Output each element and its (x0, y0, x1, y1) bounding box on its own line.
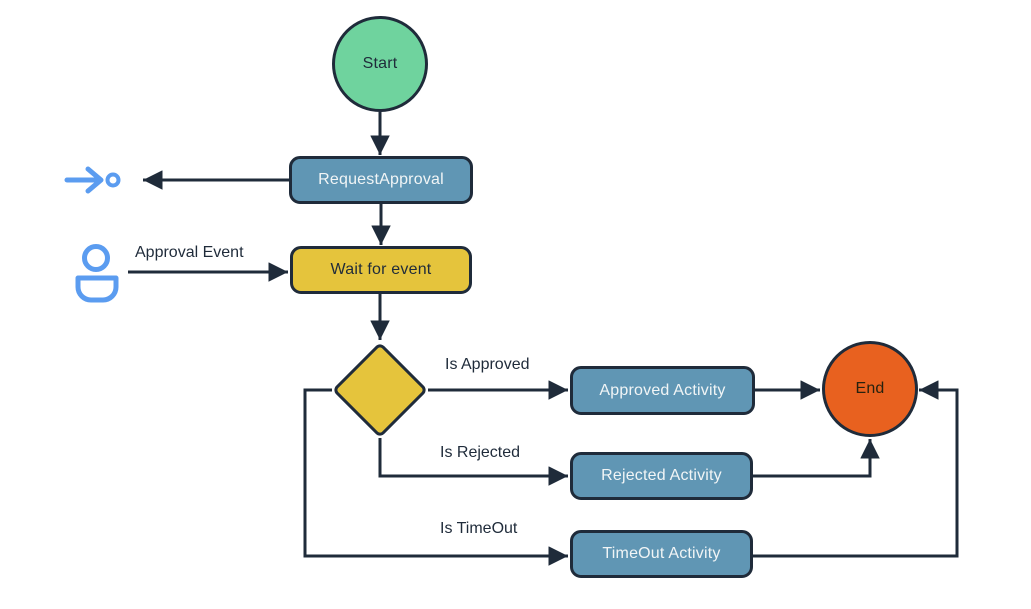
node-timeout-activity-label: TimeOut Activity (602, 545, 721, 562)
node-approved-activity[interactable]: Approved Activity (570, 366, 755, 415)
edge-label-approval-event: Approval Event (135, 244, 244, 261)
node-request-approval-label: RequestApproval (318, 171, 444, 188)
edge-decision-to-rejected-activity (378, 438, 568, 486)
node-rejected-activity[interactable]: Rejected Activity (570, 452, 753, 500)
node-start[interactable]: Start (332, 16, 428, 112)
node-approved-activity-label: Approved Activity (599, 381, 726, 399)
node-wait-for-event-label: Wait for event (330, 261, 432, 278)
edge-rejected-activity-to-end (753, 439, 880, 478)
node-end[interactable]: End (822, 341, 918, 437)
edge-timeout-activity-to-end (753, 380, 959, 558)
arrow-to-circle-icon[interactable] (64, 166, 121, 194)
node-timeout-activity[interactable]: TimeOut Activity (570, 530, 753, 578)
edge-label-is-approved: Is Approved (445, 356, 530, 373)
node-end-label: End (855, 380, 885, 397)
node-rejected-activity-label: Rejected Activity (601, 467, 722, 484)
edge-decision-to-timeout-activity (303, 388, 568, 566)
person-icon[interactable] (75, 244, 119, 303)
edge-label-is-timeout: Is TimeOut (440, 520, 518, 537)
edge-label-is-rejected: Is Rejected (440, 444, 521, 461)
node-start-label: Start (362, 55, 398, 72)
node-request-approval[interactable]: RequestApproval (289, 156, 473, 204)
node-wait-for-event[interactable]: Wait for event (290, 246, 472, 294)
